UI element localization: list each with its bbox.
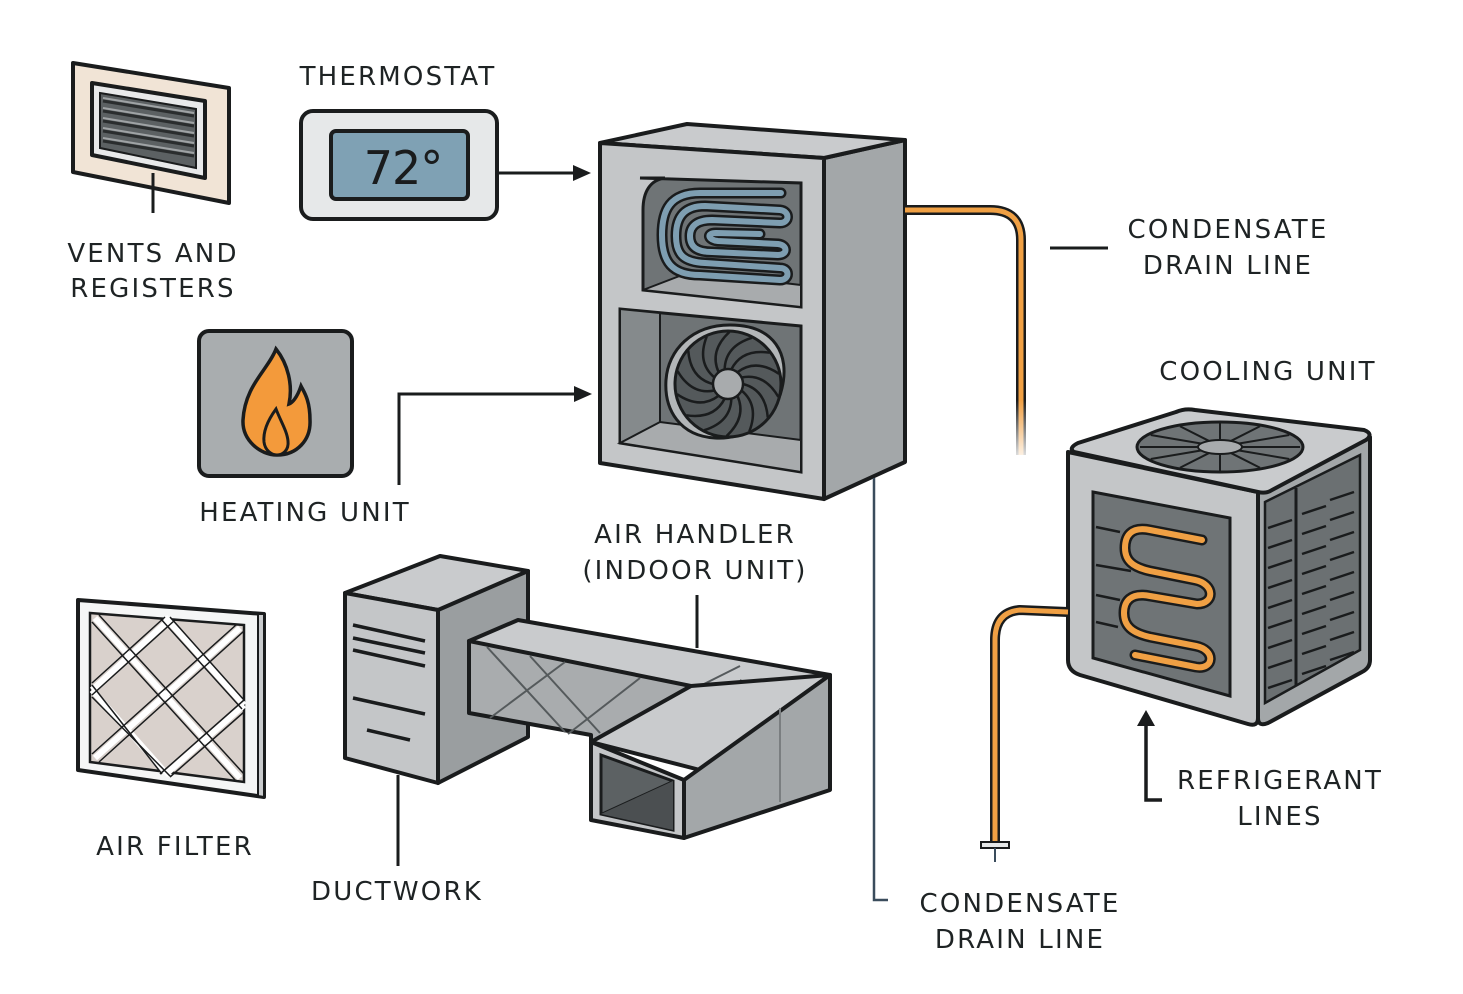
condenser-fan-spoke bbox=[1230, 425, 1261, 442]
condensate-drain-line bbox=[872, 478, 888, 902]
condenser-fan-spoke bbox=[1230, 452, 1261, 469]
thermostat-label: THERMOSTAT bbox=[299, 62, 497, 92]
condenser-fan-spoke bbox=[1179, 425, 1210, 442]
ductwork-icon bbox=[343, 554, 832, 840]
flame-icon bbox=[241, 345, 312, 457]
louver-slot bbox=[1301, 644, 1327, 656]
refrigerant-lines-label-line1: REFRIGERANT bbox=[1177, 766, 1383, 796]
louver-slot bbox=[1301, 544, 1327, 556]
vent-register-icon bbox=[71, 61, 231, 213]
air-handler-unit bbox=[598, 122, 907, 501]
louver-slot bbox=[1267, 638, 1293, 650]
vents-label-line2: REGISTERS bbox=[70, 274, 236, 304]
louver-slot bbox=[1301, 624, 1327, 636]
condensate-bottom-label-line1: CONDENSATE bbox=[919, 889, 1120, 919]
fan-blade bbox=[676, 393, 720, 404]
air-handler-label-line1: AIR HANDLER bbox=[594, 520, 796, 550]
vents-label-line1: VENTS AND bbox=[67, 239, 238, 269]
louver-slot bbox=[1329, 650, 1355, 662]
louver-slot bbox=[1301, 504, 1327, 516]
louver-slot bbox=[1267, 598, 1293, 610]
fan-blade bbox=[701, 336, 716, 379]
condenser-fan-spoke bbox=[1238, 449, 1290, 460]
blower-fan-icon bbox=[664, 323, 786, 440]
louver-slot bbox=[1267, 658, 1293, 670]
fan-blade bbox=[714, 331, 731, 373]
condenser-fan-icon bbox=[1135, 420, 1305, 474]
thermostat-arrow bbox=[497, 165, 591, 181]
louver-slot bbox=[1329, 550, 1355, 562]
condensate-top-label-line2: DRAIN LINE bbox=[1143, 251, 1313, 281]
fan-blade bbox=[723, 336, 753, 370]
fan-blade bbox=[741, 375, 780, 398]
fan-blade bbox=[736, 364, 780, 375]
heating-unit-label: HEATING UNIT bbox=[199, 498, 411, 528]
fan-blade bbox=[686, 398, 726, 418]
fan-blade bbox=[686, 350, 714, 386]
condenser-fan-spoke bbox=[1150, 449, 1202, 460]
fan-blade bbox=[740, 389, 755, 432]
louver-slot bbox=[1301, 664, 1327, 676]
fan-blade bbox=[676, 370, 715, 393]
louver-slot bbox=[1329, 510, 1355, 522]
louver-slot bbox=[1267, 518, 1293, 530]
condenser-coil-icon bbox=[1118, 523, 1216, 673]
refrigerant-pipe-top bbox=[905, 205, 1038, 465]
condensate-top-label-line1: CONDENSATE bbox=[1127, 215, 1328, 245]
louver-slot bbox=[1329, 570, 1355, 582]
fan-blade bbox=[703, 398, 733, 432]
refrigerant-lines-label-line2: LINES bbox=[1237, 802, 1323, 832]
air-filter-label: AIR FILTER bbox=[96, 832, 254, 862]
fan-blade bbox=[742, 382, 770, 418]
thermostat-icon bbox=[299, 109, 499, 221]
louver-slot bbox=[1267, 558, 1293, 570]
louver-slot bbox=[1329, 590, 1355, 602]
louver-slot bbox=[1329, 610, 1355, 622]
louver-slot bbox=[1301, 584, 1327, 596]
louver-slot bbox=[1301, 524, 1327, 536]
louver-slot bbox=[1267, 618, 1293, 630]
louver-slot bbox=[1301, 604, 1327, 616]
refrigerant-pipe-bottom bbox=[980, 604, 1069, 862]
cooling-unit-icon bbox=[1066, 407, 1372, 727]
heating-unit-icon bbox=[197, 329, 354, 478]
louver-slot bbox=[1267, 678, 1293, 690]
thermostat-display: 72° bbox=[364, 141, 443, 195]
heating-arrow bbox=[397, 386, 592, 485]
condenser-fan-spoke bbox=[1238, 434, 1290, 445]
condenser-fan-spoke bbox=[1179, 452, 1210, 469]
condenser-fan-spoke bbox=[1150, 434, 1202, 445]
louver-slot bbox=[1329, 630, 1355, 642]
fan-blade bbox=[725, 395, 742, 437]
ductwork-label: DUCTWORK bbox=[311, 877, 483, 907]
condensate-bottom-label-line2: DRAIN LINE bbox=[935, 925, 1105, 955]
air-filter-icon bbox=[76, 598, 266, 799]
louver-slot bbox=[1329, 530, 1355, 542]
air-handler-label-line2: (INDOOR UNIT) bbox=[582, 556, 807, 586]
fan-blade bbox=[730, 350, 770, 370]
louver-slot bbox=[1267, 538, 1293, 550]
louver-slot bbox=[1267, 578, 1293, 590]
louver-slot bbox=[1329, 490, 1355, 502]
cooling-unit-label: COOLING UNIT bbox=[1159, 357, 1377, 387]
refrigerant-lines-arrow bbox=[1137, 710, 1162, 802]
louver-slot bbox=[1301, 564, 1327, 576]
evaporator-coil-icon bbox=[656, 187, 793, 286]
